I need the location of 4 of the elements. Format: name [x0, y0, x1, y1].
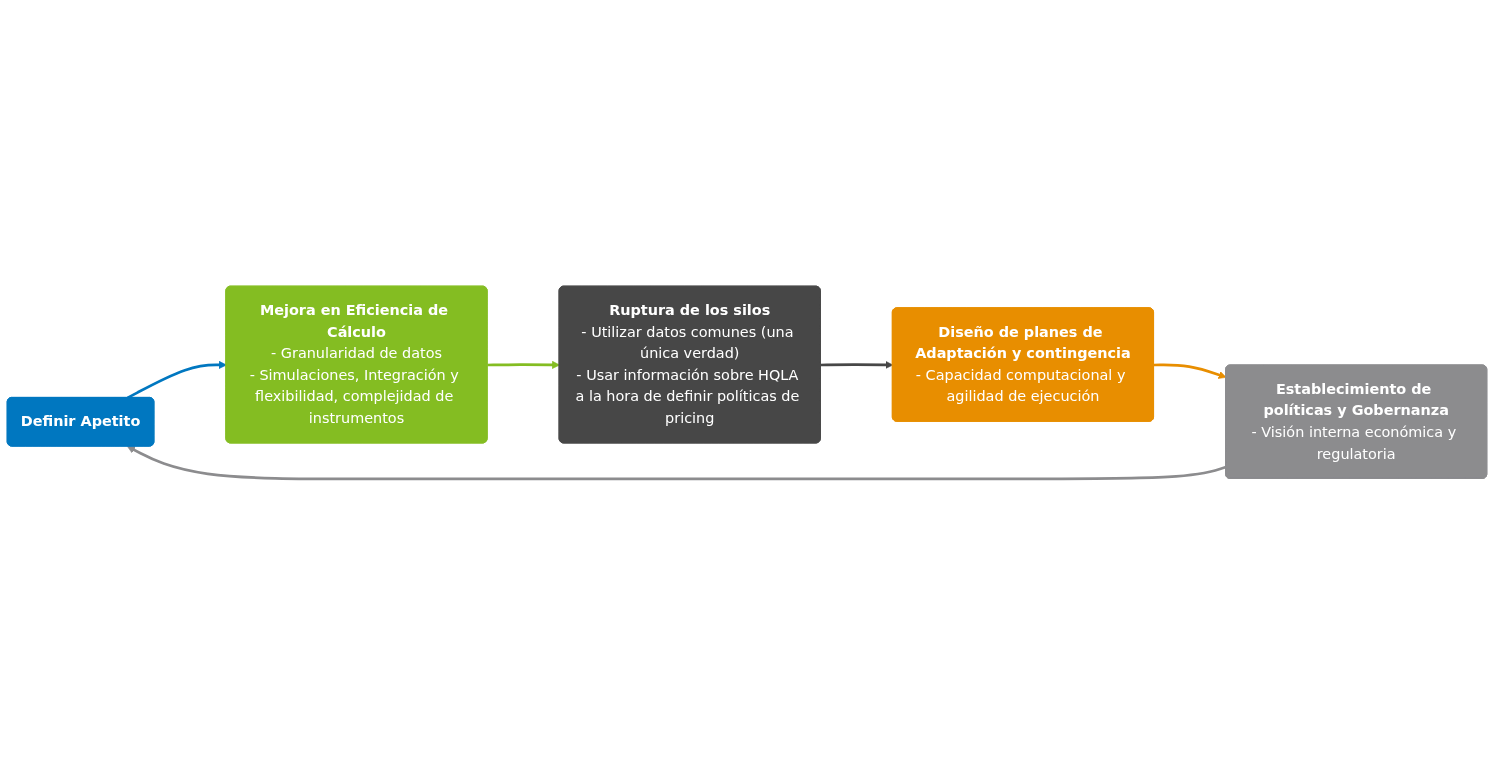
arrow	[487, 361, 560, 370]
arrow	[127, 446, 1227, 481]
arrow	[1153, 363, 1227, 380]
arrow	[820, 361, 894, 370]
